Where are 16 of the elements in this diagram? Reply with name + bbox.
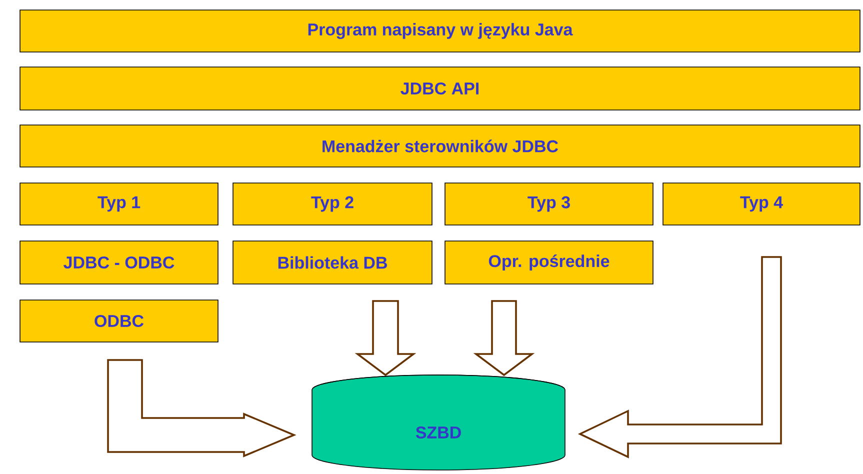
layer-box: Typ 3 <box>444 182 654 226</box>
layer-box: Typ 2 <box>232 182 432 226</box>
block-arrow <box>473 300 535 376</box>
layer-box: Program napisany w języku Java <box>20 10 860 52</box>
layer-box: Biblioteka DB <box>232 240 432 284</box>
layer-box: Menadżer sterowników JDBC <box>20 124 860 168</box>
layer-box: ODBC <box>20 300 218 342</box>
database-cylinder: SZBD <box>312 374 566 470</box>
layer-box: JDBC API <box>20 66 860 110</box>
block-arrow <box>107 359 296 458</box>
layer-box: Typ 1 <box>20 182 218 226</box>
layer-box: Opr. pośrednie <box>444 240 654 284</box>
layer-box: Typ 4 <box>662 182 860 226</box>
block-arrow <box>578 256 782 458</box>
layer-box: JDBC - ODBC <box>20 240 218 284</box>
block-arrow <box>354 300 416 376</box>
